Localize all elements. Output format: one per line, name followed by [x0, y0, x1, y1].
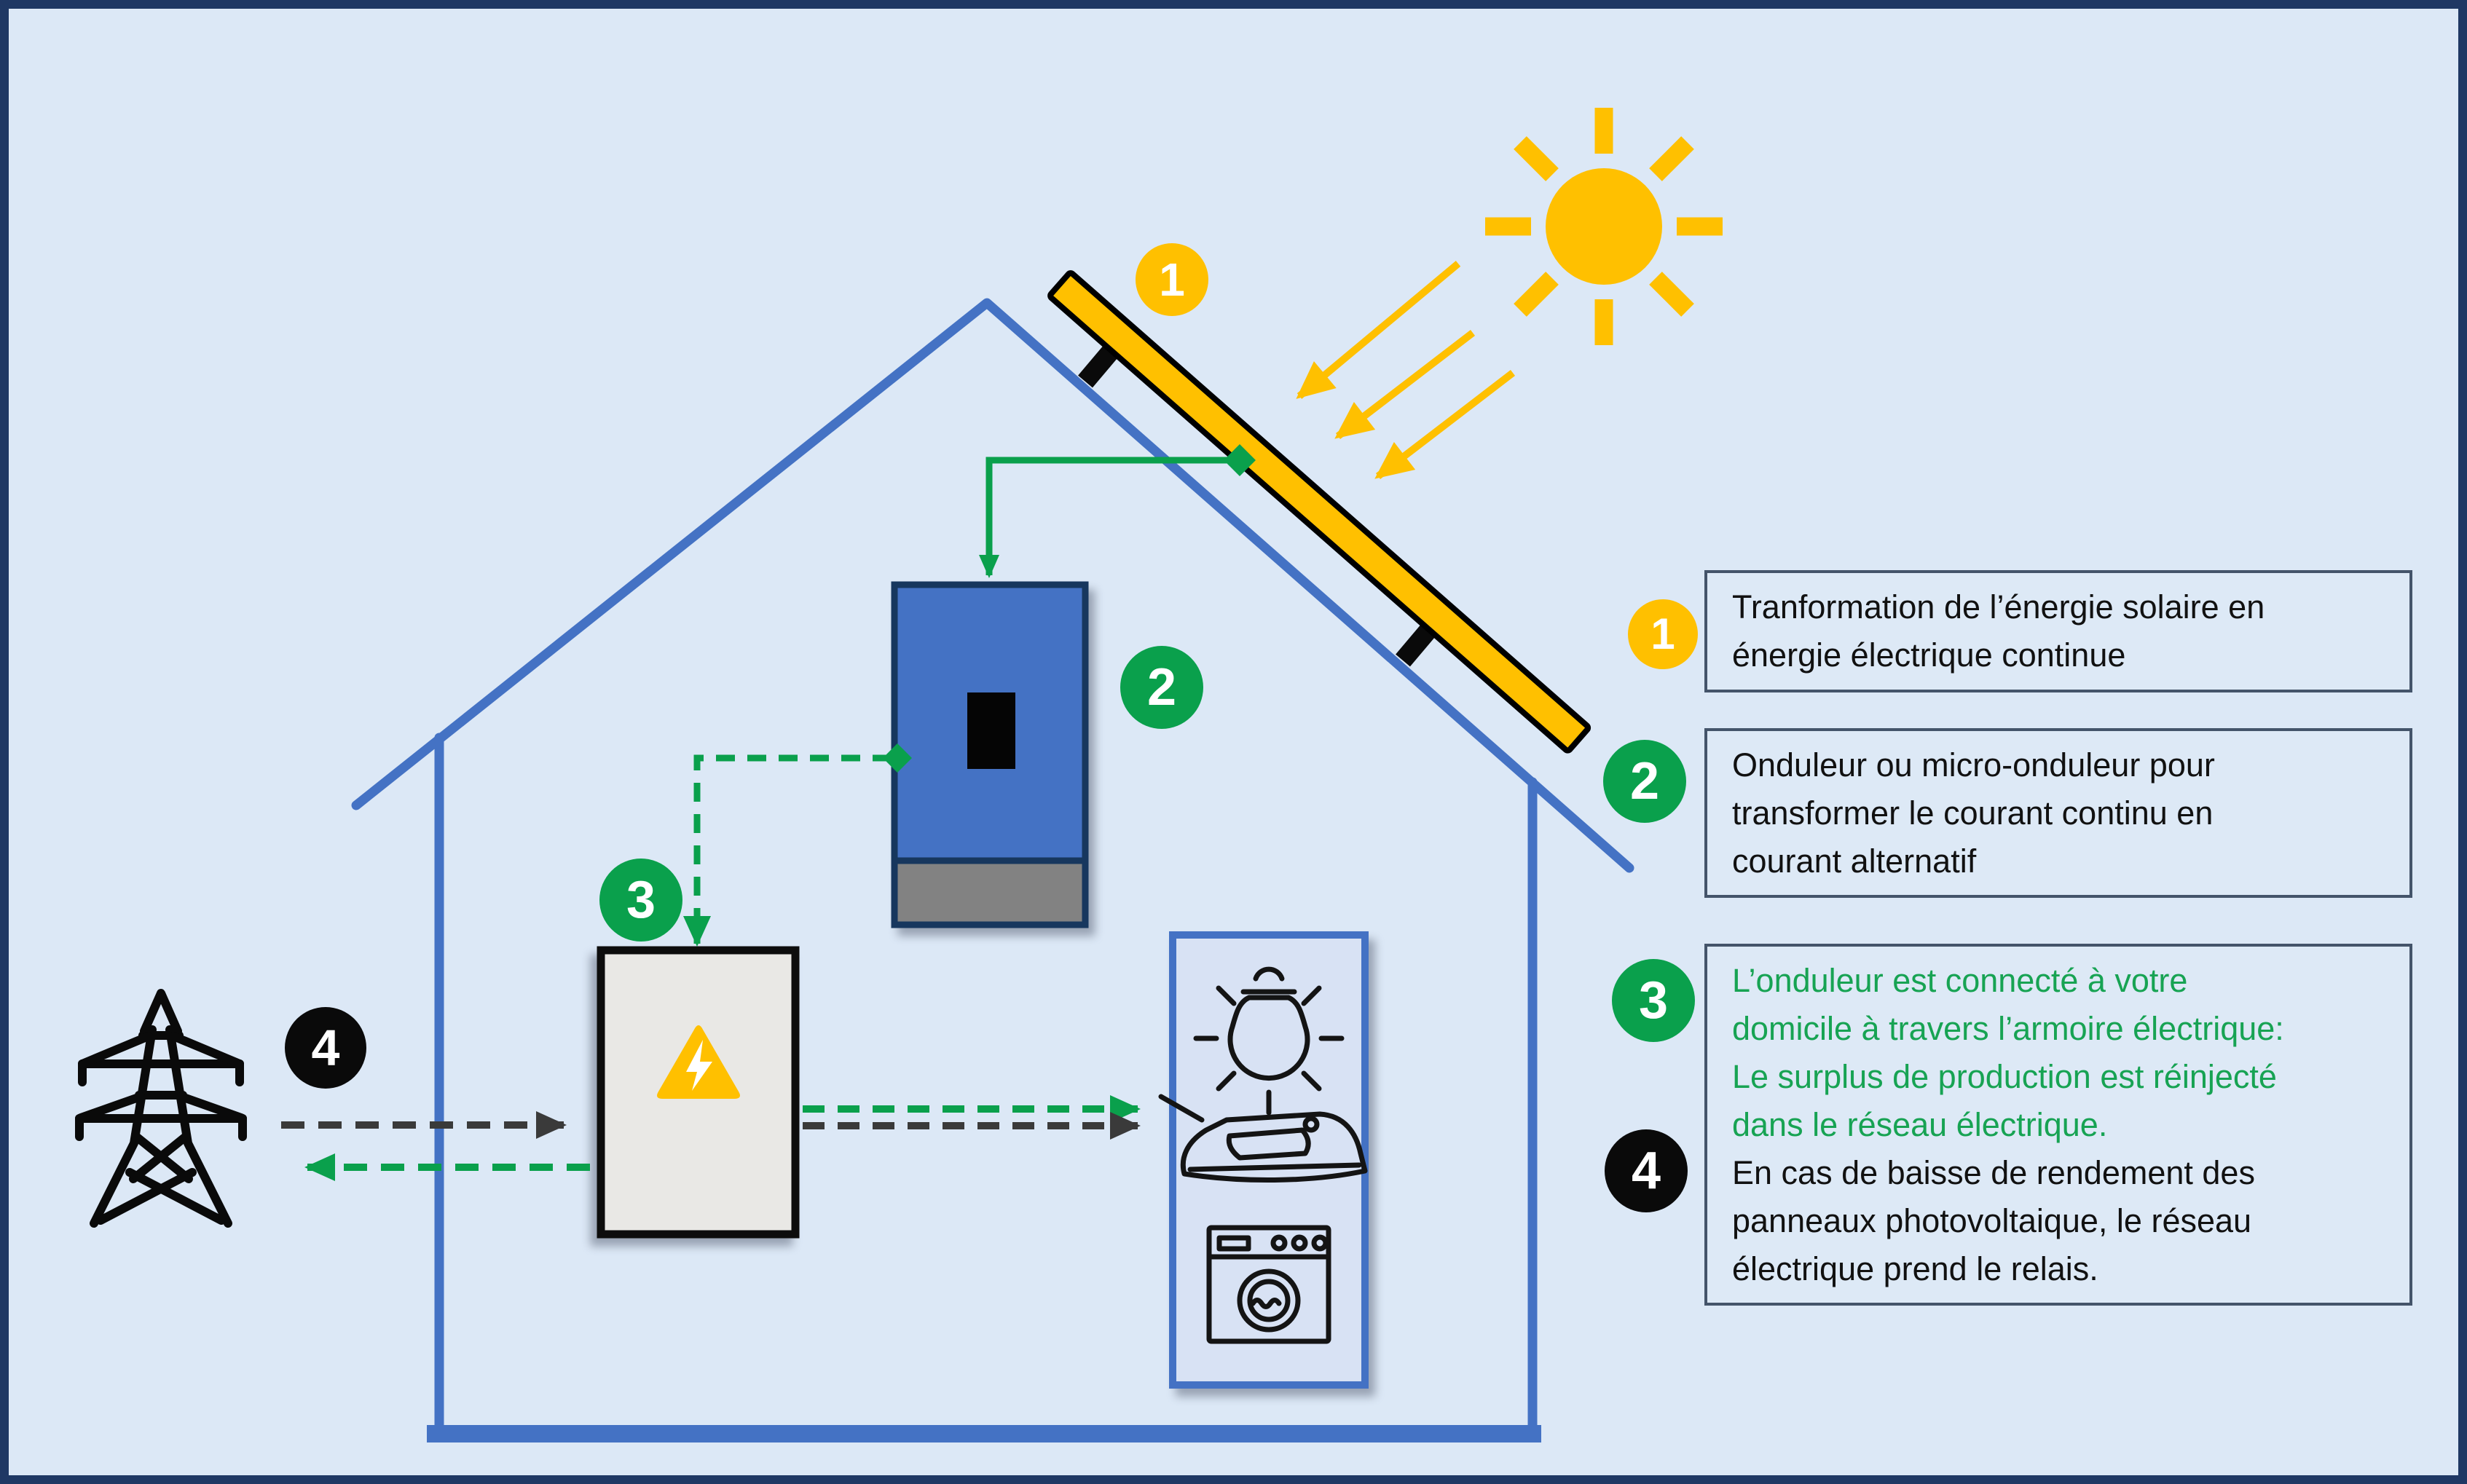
clothes-iron-icon [1158, 1094, 1368, 1183]
legend-marker-3: 3 [1612, 959, 1695, 1042]
solar-irradiance-arrows [1296, 261, 1516, 479]
connector-diamond [883, 743, 912, 773]
legend-box-3-black-line-3: électrique prend le relais. [1732, 1250, 2098, 1287]
inverter-box [891, 581, 1089, 928]
washing-machine-icon [1206, 1225, 1331, 1344]
legend-box-2: Onduleur ou micro-onduleur pour transfor… [1704, 728, 2412, 898]
legend-marker-1: 1 [1628, 599, 1698, 669]
solar-energy-diagram [75, 108, 1723, 1442]
legend-marker-4: 4 [1605, 1129, 1688, 1212]
inverter-screen [967, 692, 1015, 769]
diagram-marker-2: 2 [1120, 646, 1203, 729]
legend-box-2-line-3: courant alternatif [1732, 842, 1977, 880]
dc-connector-arrow [979, 444, 1256, 578]
connector-diamond [1224, 444, 1256, 476]
house-supply-arrows [803, 1095, 1141, 1140]
ac-dashed-connector [683, 743, 912, 947]
legend-box-3-green-line-4: dans le réseau électrique. [1732, 1105, 2108, 1143]
roof-line [351, 298, 1634, 873]
legend-box-3-green-line-2: domicile à travers l’armoire électrique: [1732, 1009, 2284, 1047]
sun-rays [1485, 108, 1723, 345]
sun-icon [1485, 108, 1723, 345]
legend-box-3-green-line-3: Le surplus de production est réinjecté [1732, 1057, 2277, 1095]
electrical-cabinet [597, 946, 800, 1239]
appliance-panel [1169, 931, 1369, 1389]
legend-box-2-line-1: Onduleur ou micro-onduleur pour [1732, 746, 2215, 784]
legend-box-2-line-2: transformer le courant continu en [1732, 794, 2214, 832]
legend-box-3-green-line-1: L’onduleur est connecté à votre [1732, 961, 2188, 999]
diagram-marker-3: 3 [599, 859, 682, 942]
lightbulb-icon [1193, 966, 1345, 1116]
legend-box-3-black-line-1: En cas de baisse de rendement des [1732, 1153, 2255, 1191]
inverter-base [891, 857, 1089, 928]
solar-panel [1047, 270, 1591, 754]
diagram-marker-4: 4 [285, 1007, 366, 1089]
transmission-tower-icon [75, 989, 247, 1228]
legend-box-1: Tranformation de l’énergie solaire en én… [1704, 570, 2412, 692]
panel-mounts [1078, 342, 1438, 667]
legend-box-1-line-1: Tranformation de l’énergie solaire en [1732, 588, 2265, 625]
legend-marker-2: 2 [1603, 740, 1686, 823]
legend-box-1-line-2: énergie électrique continue [1732, 636, 2126, 674]
house-outline [351, 298, 1634, 1442]
diagram-marker-1: 1 [1136, 243, 1208, 316]
high-voltage-warning-icon [657, 1025, 740, 1099]
legend-box-3: L’onduleur est connecté à votre domicile… [1704, 944, 2412, 1306]
legend-box-3-black-line-2: panneaux photovoltaique, le réseau [1732, 1201, 2252, 1239]
